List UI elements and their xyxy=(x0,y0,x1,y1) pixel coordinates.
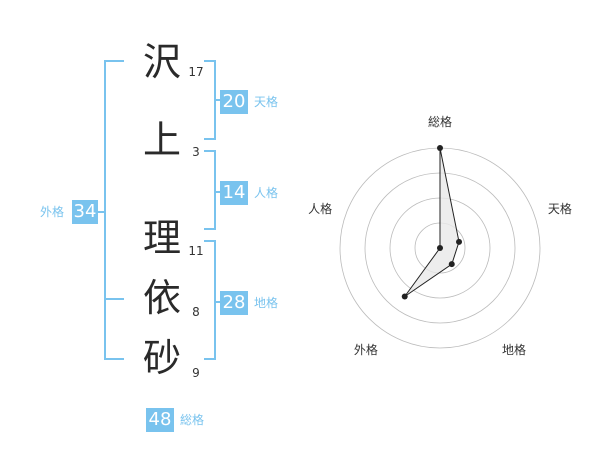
jinkaku-label: 人格 xyxy=(254,186,279,200)
radar-axis-label: 外格 xyxy=(354,342,378,357)
soukaku-badge: 48 xyxy=(146,408,174,432)
jinkaku-badge: 14 xyxy=(220,181,248,205)
name-char-4: 依 xyxy=(142,276,181,320)
chikaku-label: 地格 xyxy=(254,296,279,310)
name-char-2: 上 xyxy=(142,118,181,162)
stroke-count-3: 11 xyxy=(188,244,204,258)
gaikaku-bracket-divider xyxy=(104,298,124,300)
radar-point xyxy=(456,238,463,245)
stroke-count-4: 8 xyxy=(192,305,200,319)
chikaku-badge: 28 xyxy=(220,291,248,315)
tenkaku-bracket-tick xyxy=(216,99,220,101)
chikaku-bracket xyxy=(204,240,216,360)
chikaku-bracket-tick xyxy=(216,301,220,303)
name-char-3: 理 xyxy=(142,216,181,260)
radar-axis-label: 総格 xyxy=(428,114,452,129)
soukaku-label: 総格 xyxy=(180,413,205,427)
gaikaku-badge: 34 xyxy=(72,200,98,224)
stroke-count-2: 3 xyxy=(192,145,200,159)
gaikaku-bracket-tick xyxy=(98,211,104,213)
radar-axis-label: 人格 xyxy=(308,201,332,216)
name-char-1: 沢 xyxy=(142,40,181,84)
gaikaku-label: 外格 xyxy=(40,205,65,219)
radar-axis-label: 天格 xyxy=(548,201,572,216)
radar-point xyxy=(448,261,455,268)
tenkaku-badge: 20 xyxy=(220,90,248,114)
gaikaku-bracket xyxy=(104,60,124,360)
radar-point xyxy=(437,245,443,251)
stroke-count-1: 17 xyxy=(188,65,204,79)
name-char-5: 砂 xyxy=(142,336,181,380)
radar-point xyxy=(437,145,443,151)
tenkaku-bracket xyxy=(204,60,216,140)
jinkaku-bracket-tick xyxy=(216,191,220,193)
tenkaku-label: 天格 xyxy=(254,95,279,109)
stroke-count-5: 9 xyxy=(192,366,200,380)
radar-point xyxy=(401,293,408,300)
radar-series-polygon xyxy=(404,147,460,297)
radar-axis-label: 地格 xyxy=(502,342,526,357)
jinkaku-bracket xyxy=(204,150,216,230)
